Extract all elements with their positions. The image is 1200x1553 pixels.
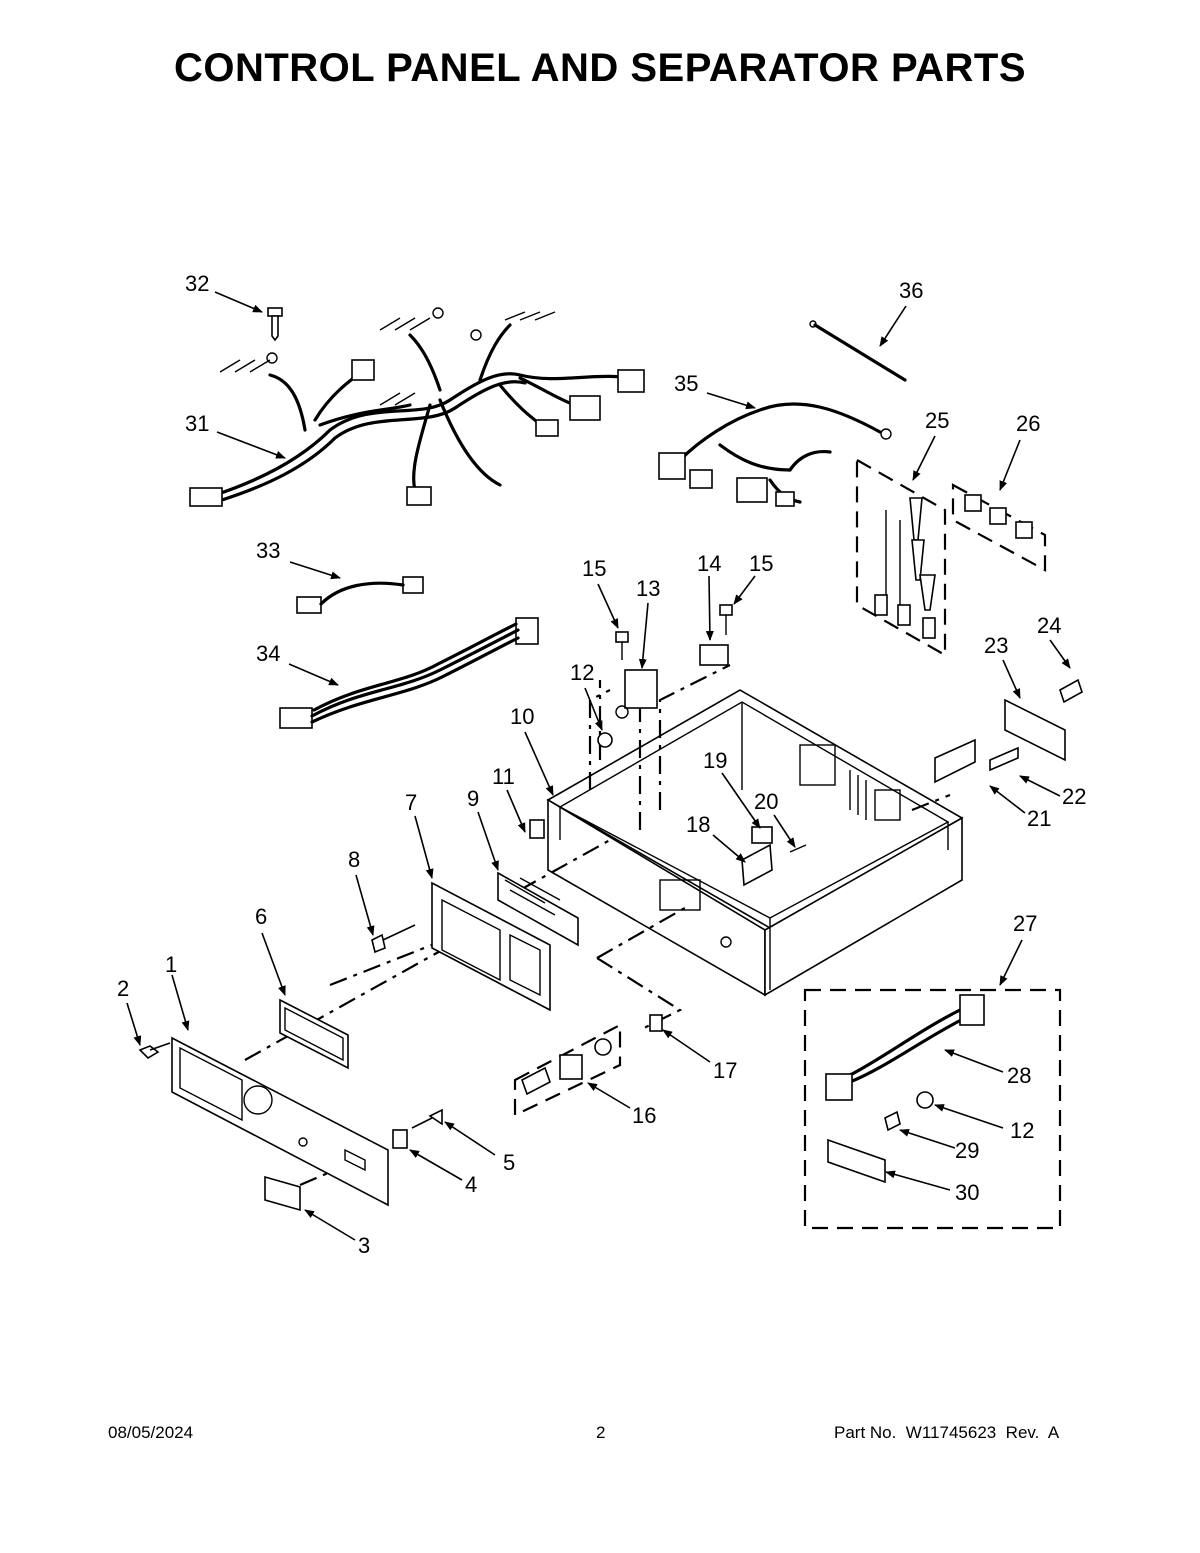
callout-15-second: 15: [749, 551, 773, 576]
bracket-4-icon: [392, 1129, 408, 1149]
callout-13: 13: [636, 576, 660, 601]
callout-2: 2: [117, 976, 129, 1001]
spacer-11-icon: [529, 819, 545, 839]
callout-21: 21: [1027, 806, 1051, 831]
callout-32: 32: [185, 271, 209, 296]
separator-box-10: [546, 689, 964, 997]
callout-3: 3: [358, 1233, 370, 1258]
switch-14-icon: [699, 644, 729, 666]
callout-29: 29: [955, 1138, 979, 1163]
clip-kit-26: [951, 483, 1047, 572]
control-panel-1: [171, 1036, 389, 1207]
screw-2-icon: [138, 1042, 171, 1060]
callout-labels: 1 2 3 4 5 6 7 8 9 10 11 12 13 14 15 16 1…: [117, 271, 1086, 1258]
screw-32-icon: [267, 307, 283, 342]
callout-1: 1: [165, 952, 177, 977]
callout-23: 23: [984, 633, 1008, 658]
relay-13-icon: [615, 669, 658, 719]
callout-8: 8: [348, 847, 360, 872]
callout-4: 4: [465, 1172, 477, 1197]
callout-27: 27: [1013, 911, 1037, 936]
nut-12-icon: [597, 732, 613, 748]
screw-8-icon: [371, 924, 416, 954]
bracket-23-icon: [1004, 698, 1066, 762]
screw-15a-icon: [615, 631, 629, 660]
callout-24: 24: [1037, 613, 1061, 638]
main-wire-harness-31: [189, 307, 645, 507]
wire-harness-33: [296, 576, 424, 614]
screw-24-icon: [1059, 678, 1083, 704]
harness-kit-27: [803, 988, 1062, 1230]
callout-10: 10: [510, 704, 534, 729]
callout-35: 35: [674, 371, 698, 396]
callout-11: 11: [492, 764, 515, 789]
display-lens-6: [279, 998, 349, 1070]
screw-15b-icon: [719, 604, 733, 635]
callout-9: 9: [467, 786, 479, 811]
footer-date: 08/05/2024: [108, 1423, 194, 1442]
label-3: [264, 1175, 301, 1212]
callout-19: 19: [703, 748, 727, 773]
connector-icon: [189, 487, 223, 507]
callout-18: 18: [686, 812, 710, 837]
door-lock-21-icon: [934, 738, 976, 784]
control-board-9: [497, 871, 579, 947]
wire-harness-35: [658, 402, 892, 507]
callout-33: 33: [256, 538, 280, 563]
callout-22: 22: [1062, 784, 1086, 809]
page-title: CONTROL PANEL AND SEPARATOR PARTS: [173, 46, 1027, 90]
callout-12-kit: 12: [1010, 1118, 1034, 1143]
callout-leaders: [126, 291, 1071, 1241]
bushing-17-icon: [649, 1014, 663, 1032]
screw-5-icon: [411, 1108, 443, 1129]
footer-page-number: 2: [596, 1423, 606, 1442]
callout-28: 28: [1007, 1063, 1031, 1088]
callout-6: 6: [255, 904, 267, 929]
screw-20-icon: [789, 844, 807, 853]
callout-25: 25: [925, 408, 949, 433]
callout-36: 36: [899, 278, 923, 303]
callout-12: 12: [570, 660, 594, 685]
ground-wire-36: [809, 320, 907, 382]
callout-31: 31: [185, 411, 209, 436]
wire-harness-34: [279, 617, 539, 729]
footer-part-number: Part No. W11745623 Rev. A: [834, 1423, 1060, 1442]
callout-5: 5: [503, 1150, 515, 1175]
callout-20: 20: [754, 789, 778, 814]
knob-assembly-16: [513, 1023, 622, 1117]
callout-14: 14: [697, 551, 721, 576]
callout-16: 16: [632, 1103, 656, 1128]
callout-15: 15: [582, 556, 606, 581]
callout-17: 17: [713, 1058, 737, 1083]
bracket-18-icon: [741, 843, 773, 887]
callout-26: 26: [1016, 411, 1040, 436]
callout-34: 34: [256, 641, 280, 666]
callout-7: 7: [405, 790, 417, 815]
switch-19-icon: [751, 826, 773, 844]
wire-nut-kit-25: [855, 458, 947, 657]
callout-30: 30: [955, 1180, 979, 1205]
console-bracket-7: [431, 881, 551, 1012]
screw-22-icon: [989, 746, 1019, 772]
